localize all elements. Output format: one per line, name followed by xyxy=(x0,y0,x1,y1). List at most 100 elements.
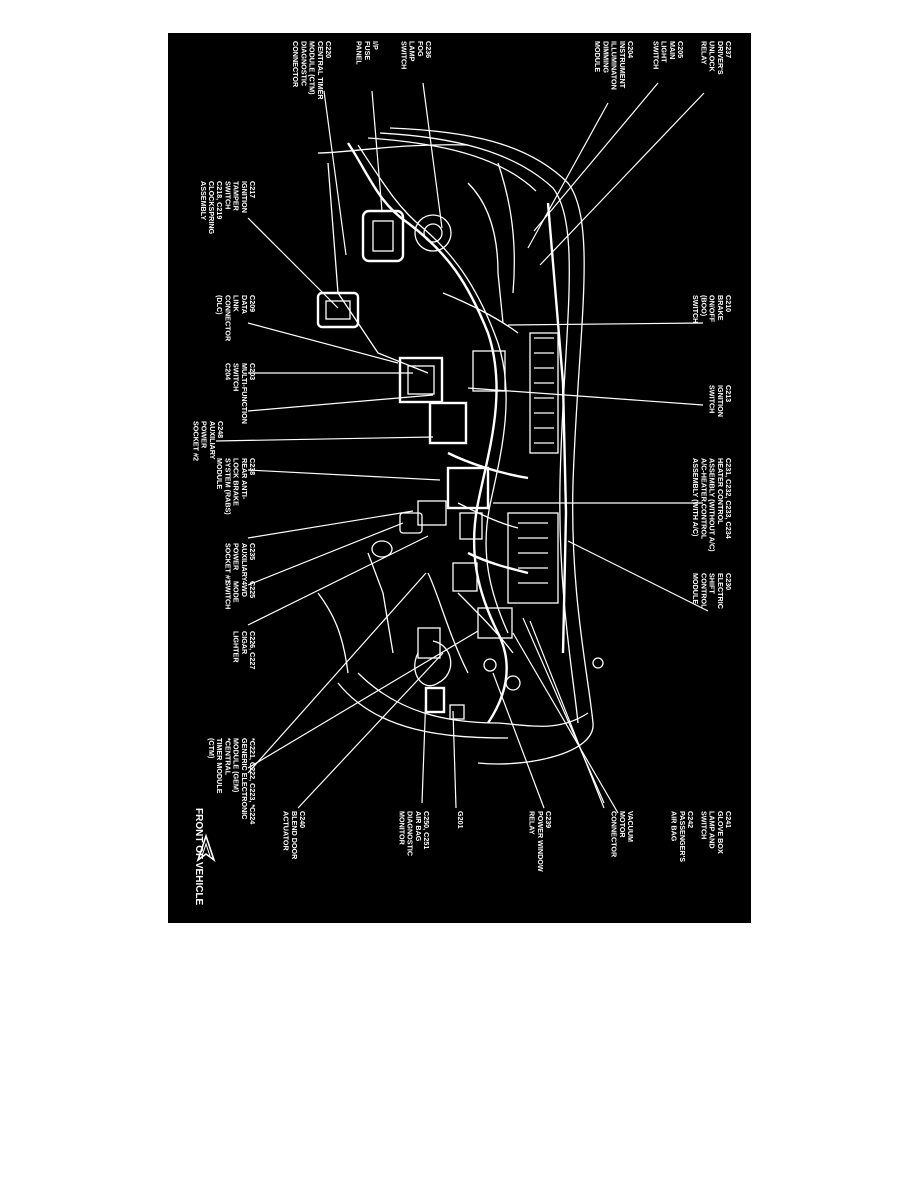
callout-line: SWITCH xyxy=(223,181,232,209)
callout-line: C209 xyxy=(248,295,257,312)
callout-line: C203 xyxy=(248,363,257,380)
callout-line: (DLC) xyxy=(215,295,224,315)
callout-line: C226, C227 xyxy=(248,631,257,669)
callout-line: SWITCH xyxy=(691,295,700,323)
callout-line: CENTRAL TIMER xyxy=(316,41,325,100)
callout-line: C237 xyxy=(724,41,733,58)
callout-line: SWITCH xyxy=(223,581,232,609)
callout-line: C250, C251 xyxy=(422,811,431,849)
callout-line: LAMP AND xyxy=(708,811,717,849)
instrument-panel-drawing xyxy=(316,127,604,765)
callout-line: A/C-HEATER CONTROL xyxy=(699,458,708,540)
callout-line: SYSTEM (RABS) xyxy=(223,458,232,515)
callout-line: POWER xyxy=(200,421,209,449)
callout-line: MODULE (GEM) xyxy=(232,738,241,793)
callout-line: C239 xyxy=(544,811,553,828)
callout-line: C213 xyxy=(724,385,733,402)
callout-line: ASSEMBLY (WITHOUT A/C) xyxy=(708,458,717,552)
callout-line: CONNECTOR xyxy=(223,295,232,342)
callout-line: ILLUMINATON xyxy=(610,41,619,90)
callout-line: MULTI-FUNCTION xyxy=(240,363,249,424)
callout-line: C225 xyxy=(248,581,257,598)
callout-line: LAMP xyxy=(408,41,417,62)
callout-line: FUSE xyxy=(363,41,372,60)
callout-line: IGNITION xyxy=(716,385,725,417)
callout-line: CLOCKSPRING xyxy=(207,181,216,235)
callout-line: (BOO) xyxy=(699,295,708,317)
callout-line: CONNECTOR xyxy=(291,41,300,88)
callout-line: I/P xyxy=(371,41,380,50)
callout-line: ON/OFF xyxy=(708,295,717,323)
callout-line: BRAKE xyxy=(716,295,725,321)
callout-line: LOCK BRAKE xyxy=(232,458,241,506)
callout-line: MODE xyxy=(232,581,241,603)
callout-line: SWITCH xyxy=(399,41,408,69)
callout-line: INSTRUMENT xyxy=(618,41,627,89)
callout-line: CONTROL xyxy=(699,573,708,609)
callout-line: SWITCH xyxy=(651,41,660,69)
callout-line: C235 xyxy=(248,543,257,560)
callout-line: PANEL xyxy=(355,41,364,65)
callout-line: MODULE xyxy=(691,573,700,604)
callout-line: SOCKET #2 xyxy=(191,421,200,461)
callout-line: GENERIC ELECTRONIC xyxy=(240,738,249,819)
callout-line: C248 xyxy=(216,421,225,438)
callout-line: C220 xyxy=(324,41,333,58)
callout-line: REAR ANTI- xyxy=(240,458,249,500)
callout-line: MAIN xyxy=(668,41,677,59)
callout-line: C204 xyxy=(626,41,635,58)
callout-line: (CTM) xyxy=(207,738,216,759)
callout-line: *CENTRAL xyxy=(223,738,232,776)
callout-line: TIMER MODULE xyxy=(215,738,224,794)
callout-line: FOG xyxy=(416,41,425,57)
callout-line: POWER xyxy=(232,543,241,571)
callout-line: DIAGNOSTIC xyxy=(299,41,308,86)
callout-line: CIGAR xyxy=(240,631,249,655)
callout-line: SWITCH xyxy=(699,811,708,839)
callout-line: SHIFT xyxy=(708,573,717,594)
callout-line: C238 xyxy=(248,458,257,475)
callout-line: DATA xyxy=(240,295,249,314)
callout-line: VACUUM xyxy=(626,811,635,842)
callout-line: C210 xyxy=(724,295,733,312)
callout-line: SWITCH xyxy=(708,385,717,413)
callout-line: AIR BAG xyxy=(414,811,423,842)
callout-line: MONITOR xyxy=(397,811,406,846)
callout-line: C231, C232, C233, C234 xyxy=(724,458,733,539)
callout-line: POWER WINDOW xyxy=(536,811,545,872)
callout-line: ASSEMBLY (WITH A/C) xyxy=(691,458,700,537)
callout-line: DRIVER'S xyxy=(716,41,725,75)
callout-line: MODULE (CTM) xyxy=(308,41,317,95)
callout-line: IGNITION xyxy=(240,181,249,213)
callout-line: DIMMING xyxy=(601,41,610,73)
callout-line: C230 xyxy=(724,573,733,590)
callout-line: C236 xyxy=(424,41,433,58)
callout-line: ASSEMBLY xyxy=(199,181,208,220)
callout-line: BLEND DOOR xyxy=(290,811,299,860)
callout-line: RELAY xyxy=(528,811,537,835)
callout-line: LIGHT xyxy=(660,41,669,63)
callout-line: SWITCH xyxy=(232,363,241,391)
callout-line: C217 xyxy=(248,181,257,198)
callout-line: ACTUATOR xyxy=(282,811,291,851)
